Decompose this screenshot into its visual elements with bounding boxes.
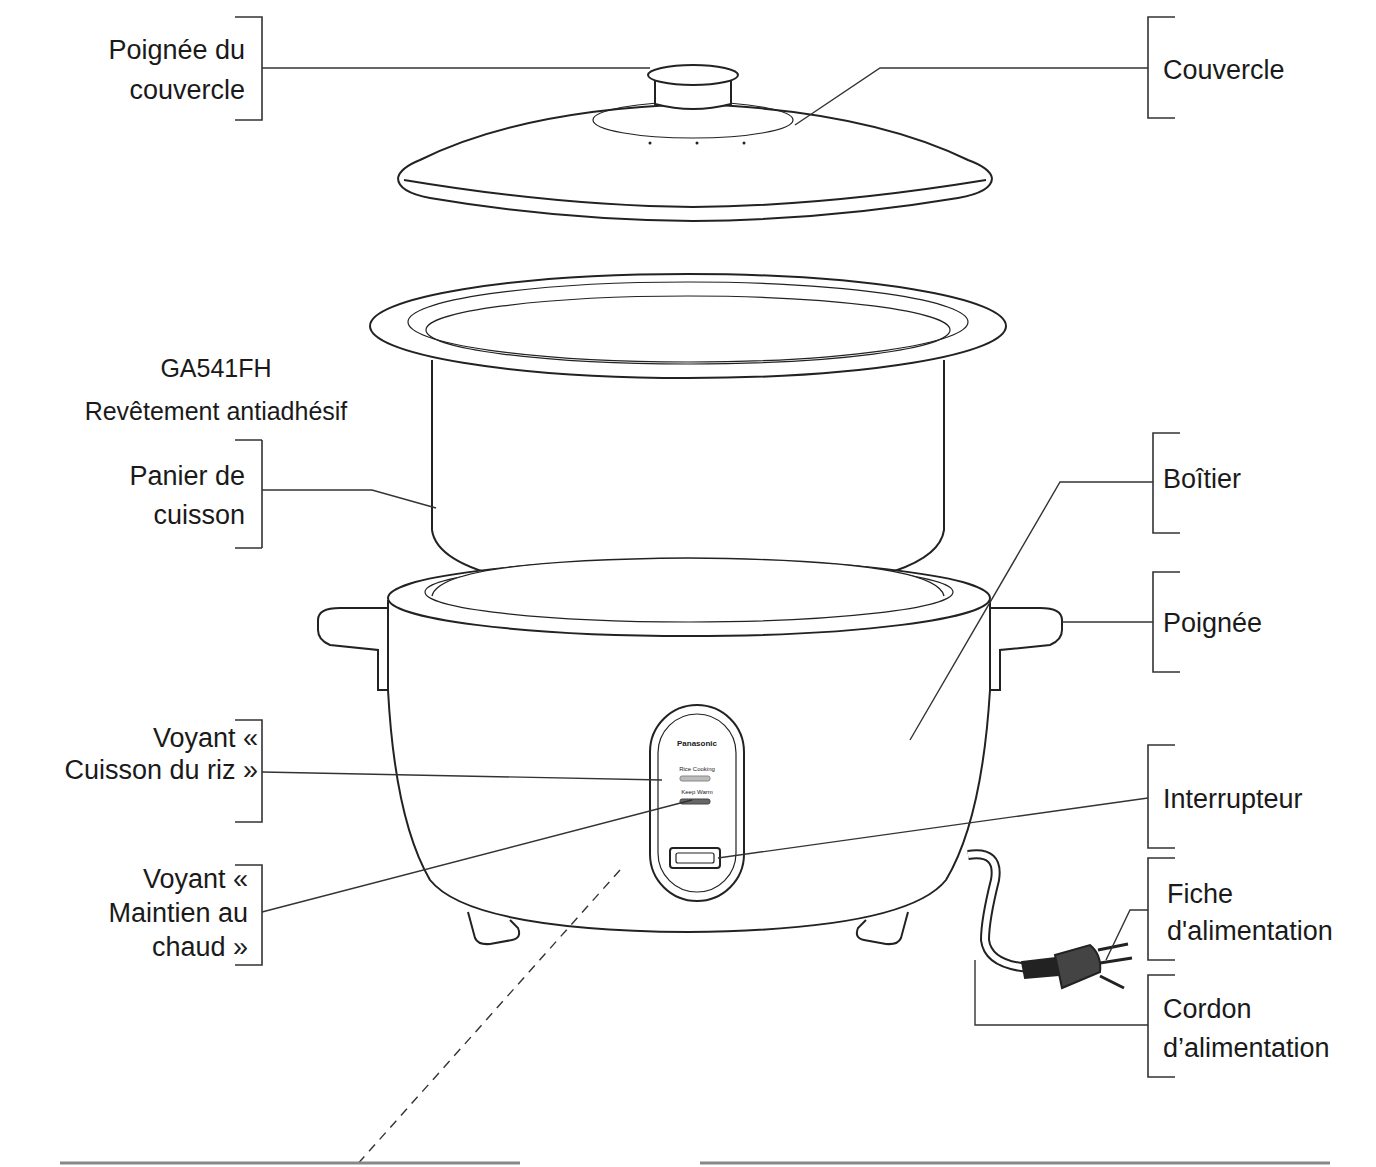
label-brackets	[235, 17, 1180, 1077]
lid	[398, 65, 992, 221]
part-label: Couvercle	[1163, 50, 1363, 90]
part-label: Voyant « Maintien au chaud »	[48, 862, 248, 964]
brand-text: Panasonic	[647, 739, 747, 749]
leader-lines	[60, 68, 1330, 1167]
part-label: Boîtier	[1163, 460, 1363, 499]
cooking-pot	[370, 274, 1006, 596]
panel-text: Keep Warm	[647, 788, 747, 796]
model-number: GA541FH	[116, 352, 316, 384]
part-label: Cordon d’alimentation	[1163, 990, 1368, 1068]
part-note: Revêtement antiadhésif	[30, 395, 402, 427]
cooker-body	[318, 558, 1062, 944]
part-label: Interrupteur	[1163, 780, 1363, 819]
part-label: Poignée	[1163, 604, 1363, 643]
panel-text: Rice Cooking	[647, 765, 747, 773]
part-label: Voyant « Cuisson du riz »	[58, 722, 258, 786]
power-cord	[968, 854, 1132, 988]
part-label: Poignée du couvercle	[45, 30, 245, 110]
part-label: Panier de cuisson	[45, 457, 245, 535]
part-label: Fiche d'alimentation	[1167, 876, 1372, 950]
